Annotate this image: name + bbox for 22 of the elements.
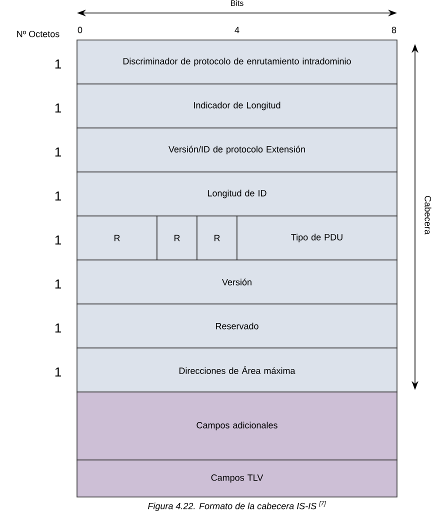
caption: Figura 4.22. Formato de la cabecera IS-IS $^{[7]}$ [148,500,326,512]
octet-count: 1 [55,368,61,376]
axis-label: Nº Octetos [17,30,60,38]
octet-count: 1 [55,60,61,68]
field-box: R [156,216,198,260]
field-box: Discriminador de protocolo de enrutamiento intradominio [76,40,398,84]
field-box: R [76,216,158,260]
field-box: R [196,216,238,260]
axis-label: Cabecera [424,196,432,234]
octet-count: 1 [55,148,61,156]
field-box: Campos TLV [76,460,398,498]
field-box: Indicador de Longitud [76,84,398,128]
octet-count: 1 [55,236,61,244]
octet-count: 1 [55,104,61,112]
axis-label: Bits [231,0,244,6]
field-box: Versión/ID de protocolo Extensión [76,128,398,172]
octet-count: 1 [55,192,61,200]
field-box: Campos adicionales [76,392,398,460]
octet-count: 1 [55,280,61,288]
field-box: Reservado [76,304,398,348]
octet-count: 1 [55,324,61,332]
field-box: Direcciones de Área máxima [76,348,398,392]
